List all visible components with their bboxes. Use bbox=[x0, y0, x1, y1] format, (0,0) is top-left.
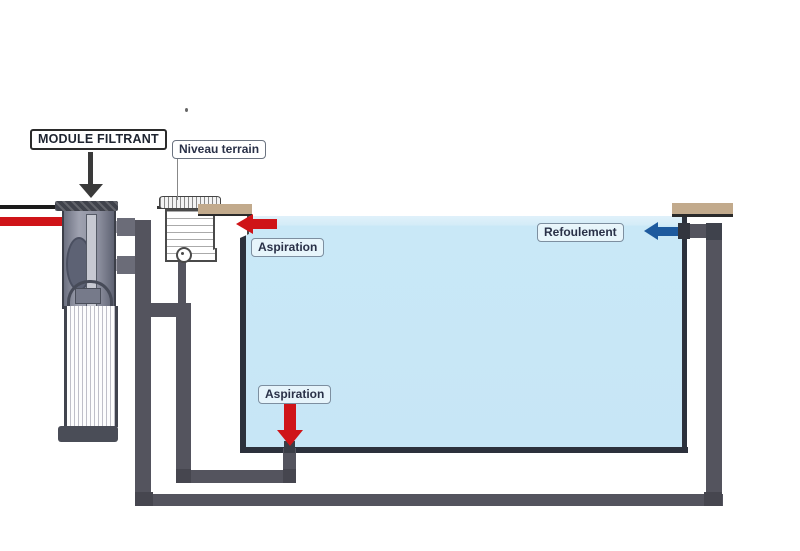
pool-wall-right bbox=[682, 211, 687, 453]
pipe-drain-horizontal bbox=[176, 470, 296, 483]
pipe-elbow bbox=[176, 469, 191, 483]
refoulement-wall-fitting bbox=[678, 223, 690, 239]
niveau-terrain-label: Niveau terrain bbox=[172, 140, 267, 159]
pipe-fitting bbox=[117, 256, 135, 274]
coping-right bbox=[672, 203, 733, 217]
filter-module-valve bbox=[75, 288, 101, 304]
leader-dot bbox=[185, 108, 188, 112]
aspiration-drain-label: Aspiration bbox=[258, 385, 332, 404]
niveau-terrain-leader-line bbox=[177, 157, 178, 200]
arrow-left-icon bbox=[644, 222, 658, 240]
pipe-elbow bbox=[706, 223, 722, 240]
pipe-left-vertical bbox=[135, 220, 151, 506]
filter-module-dome bbox=[67, 280, 113, 309]
arrow-down-icon bbox=[277, 430, 303, 446]
filter-cartridge bbox=[64, 306, 118, 427]
pipe-fitting bbox=[117, 218, 135, 236]
aspiration-skimmer-label: Aspiration bbox=[251, 238, 325, 257]
refoulement-label: Refoulement bbox=[537, 223, 624, 242]
filter-module-flange bbox=[55, 201, 118, 211]
filter-module-bottom-cap bbox=[58, 426, 118, 442]
pipe-right-vertical bbox=[706, 226, 722, 506]
pool-wall-bottom bbox=[240, 447, 688, 453]
pipe-mid-vertical bbox=[176, 306, 191, 472]
skimmer-drain-dot bbox=[181, 252, 184, 255]
ground-level-line bbox=[0, 205, 59, 209]
pool-wall-left bbox=[240, 213, 246, 453]
skimmer-drain-port bbox=[176, 247, 192, 263]
module-pointer-arrow bbox=[88, 152, 93, 184]
pipe-elbow bbox=[283, 469, 296, 483]
coping-left bbox=[198, 204, 252, 216]
refoulement-arrow bbox=[657, 227, 678, 236]
pipe-bottom-long bbox=[135, 494, 723, 506]
arrow-left-icon bbox=[236, 214, 253, 234]
waste-pipe-red bbox=[0, 217, 63, 226]
pipe-elbow bbox=[135, 492, 153, 506]
aspiration-skimmer-arrow bbox=[253, 219, 277, 229]
module-filtrant-label: MODULE FILTRANT bbox=[30, 129, 167, 150]
aspiration-drain-arrow bbox=[284, 404, 296, 431]
main-drain-fitting bbox=[284, 441, 295, 453]
skimmer-drain-pipe bbox=[178, 257, 186, 307]
pipe-elbow bbox=[704, 492, 722, 506]
arrow-down-icon bbox=[79, 184, 103, 198]
